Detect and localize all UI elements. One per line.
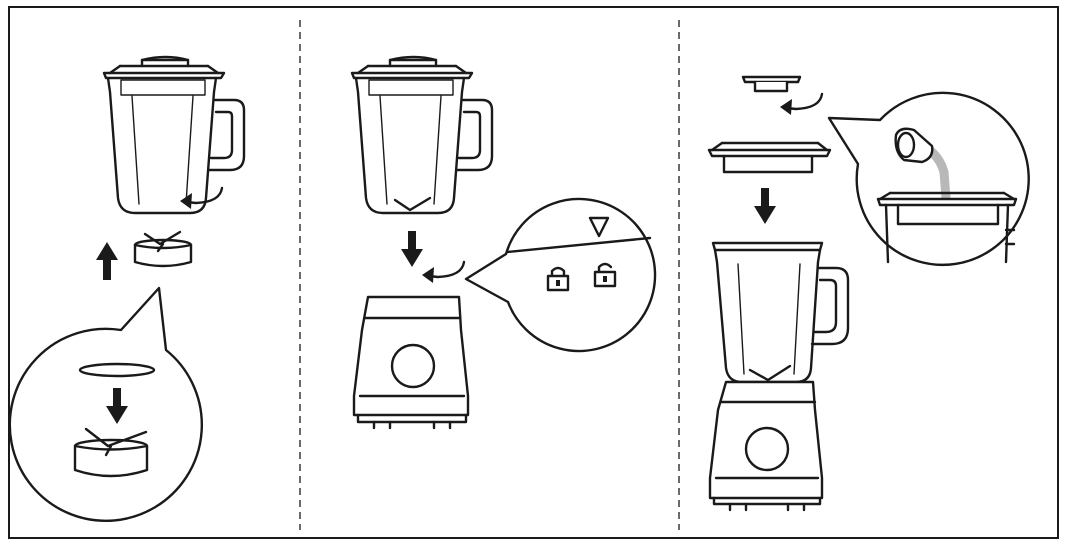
jar-lid <box>876 191 1018 264</box>
panel-step-3 <box>707 75 1030 512</box>
zoom-callout-pour <box>827 91 1030 266</box>
control-dial <box>390 343 436 389</box>
down-arrow-icon <box>754 188 776 224</box>
rotate-arrow-icon <box>422 260 466 283</box>
down-arrow-icon <box>401 231 423 267</box>
lock-open-icon <box>593 262 617 288</box>
panel-step-2 <box>350 55 657 430</box>
figure-border <box>8 6 1059 539</box>
blender-jar <box>354 76 494 215</box>
zoom-callout-blade <box>8 286 203 522</box>
jar-lid <box>350 55 474 80</box>
motor-base <box>708 380 824 512</box>
control-dial <box>744 426 790 472</box>
jar-lid <box>707 141 832 174</box>
panel-step-1 <box>8 55 246 522</box>
up-arrow-icon <box>96 242 118 280</box>
zoom-callout-lock <box>464 197 657 353</box>
blade-unit <box>133 230 193 268</box>
triangle-marker-icon <box>588 216 610 238</box>
motor-base <box>352 295 470 430</box>
blender-jar <box>711 241 850 384</box>
rotate-arrow-icon <box>180 186 224 209</box>
filling-cap <box>741 75 802 93</box>
rotate-arrow-icon <box>780 92 824 115</box>
pouring-cup <box>894 127 934 164</box>
jar-lid <box>102 55 226 80</box>
blender-jar <box>106 76 246 215</box>
lock-closed-icon <box>546 266 570 292</box>
down-arrow-icon <box>106 388 128 424</box>
